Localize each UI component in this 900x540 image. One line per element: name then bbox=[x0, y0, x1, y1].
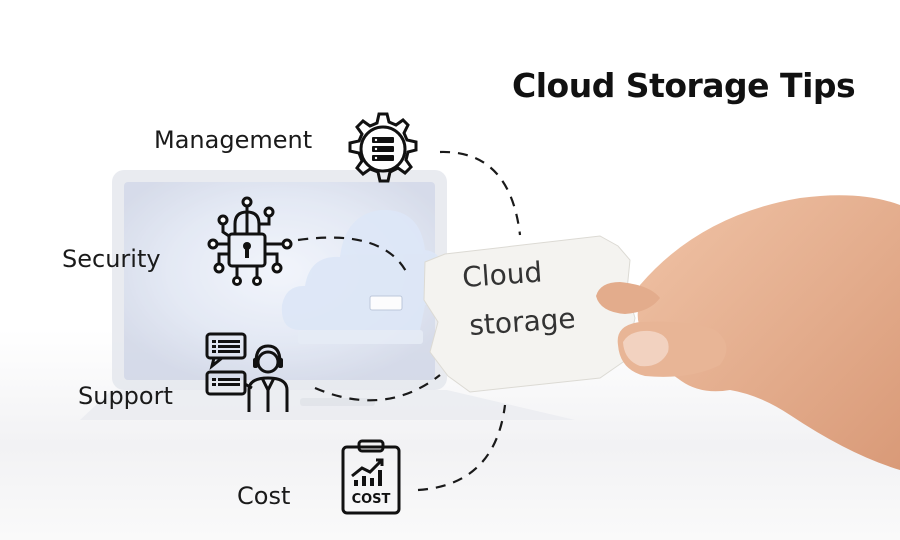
database-gear-icon bbox=[348, 112, 418, 183]
connector-management bbox=[439, 150, 522, 236]
connector-cost bbox=[417, 404, 507, 492]
note-line-cloud: Cloud bbox=[461, 255, 543, 293]
cost-clipboard-icon: COST bbox=[341, 439, 401, 515]
page-title: Cloud Storage Tips bbox=[512, 66, 856, 105]
dashed-connectors bbox=[297, 150, 522, 492]
connector-security bbox=[297, 236, 409, 276]
note-handwriting: Cloud storage bbox=[461, 255, 576, 342]
hand-illustration bbox=[596, 195, 900, 470]
cloud-graphic bbox=[281, 209, 445, 344]
tip-label-cost: Cost bbox=[237, 482, 291, 510]
circuit-lock-icon bbox=[207, 196, 293, 286]
connector-support bbox=[314, 374, 441, 402]
note-line-storage: storage bbox=[468, 302, 576, 342]
tip-label-management: Management bbox=[154, 126, 313, 154]
support-agent-icon bbox=[205, 332, 289, 412]
tip-label-security: Security bbox=[62, 245, 161, 273]
cost-badge-text: COST bbox=[352, 492, 391, 507]
tip-label-support: Support bbox=[78, 382, 173, 410]
